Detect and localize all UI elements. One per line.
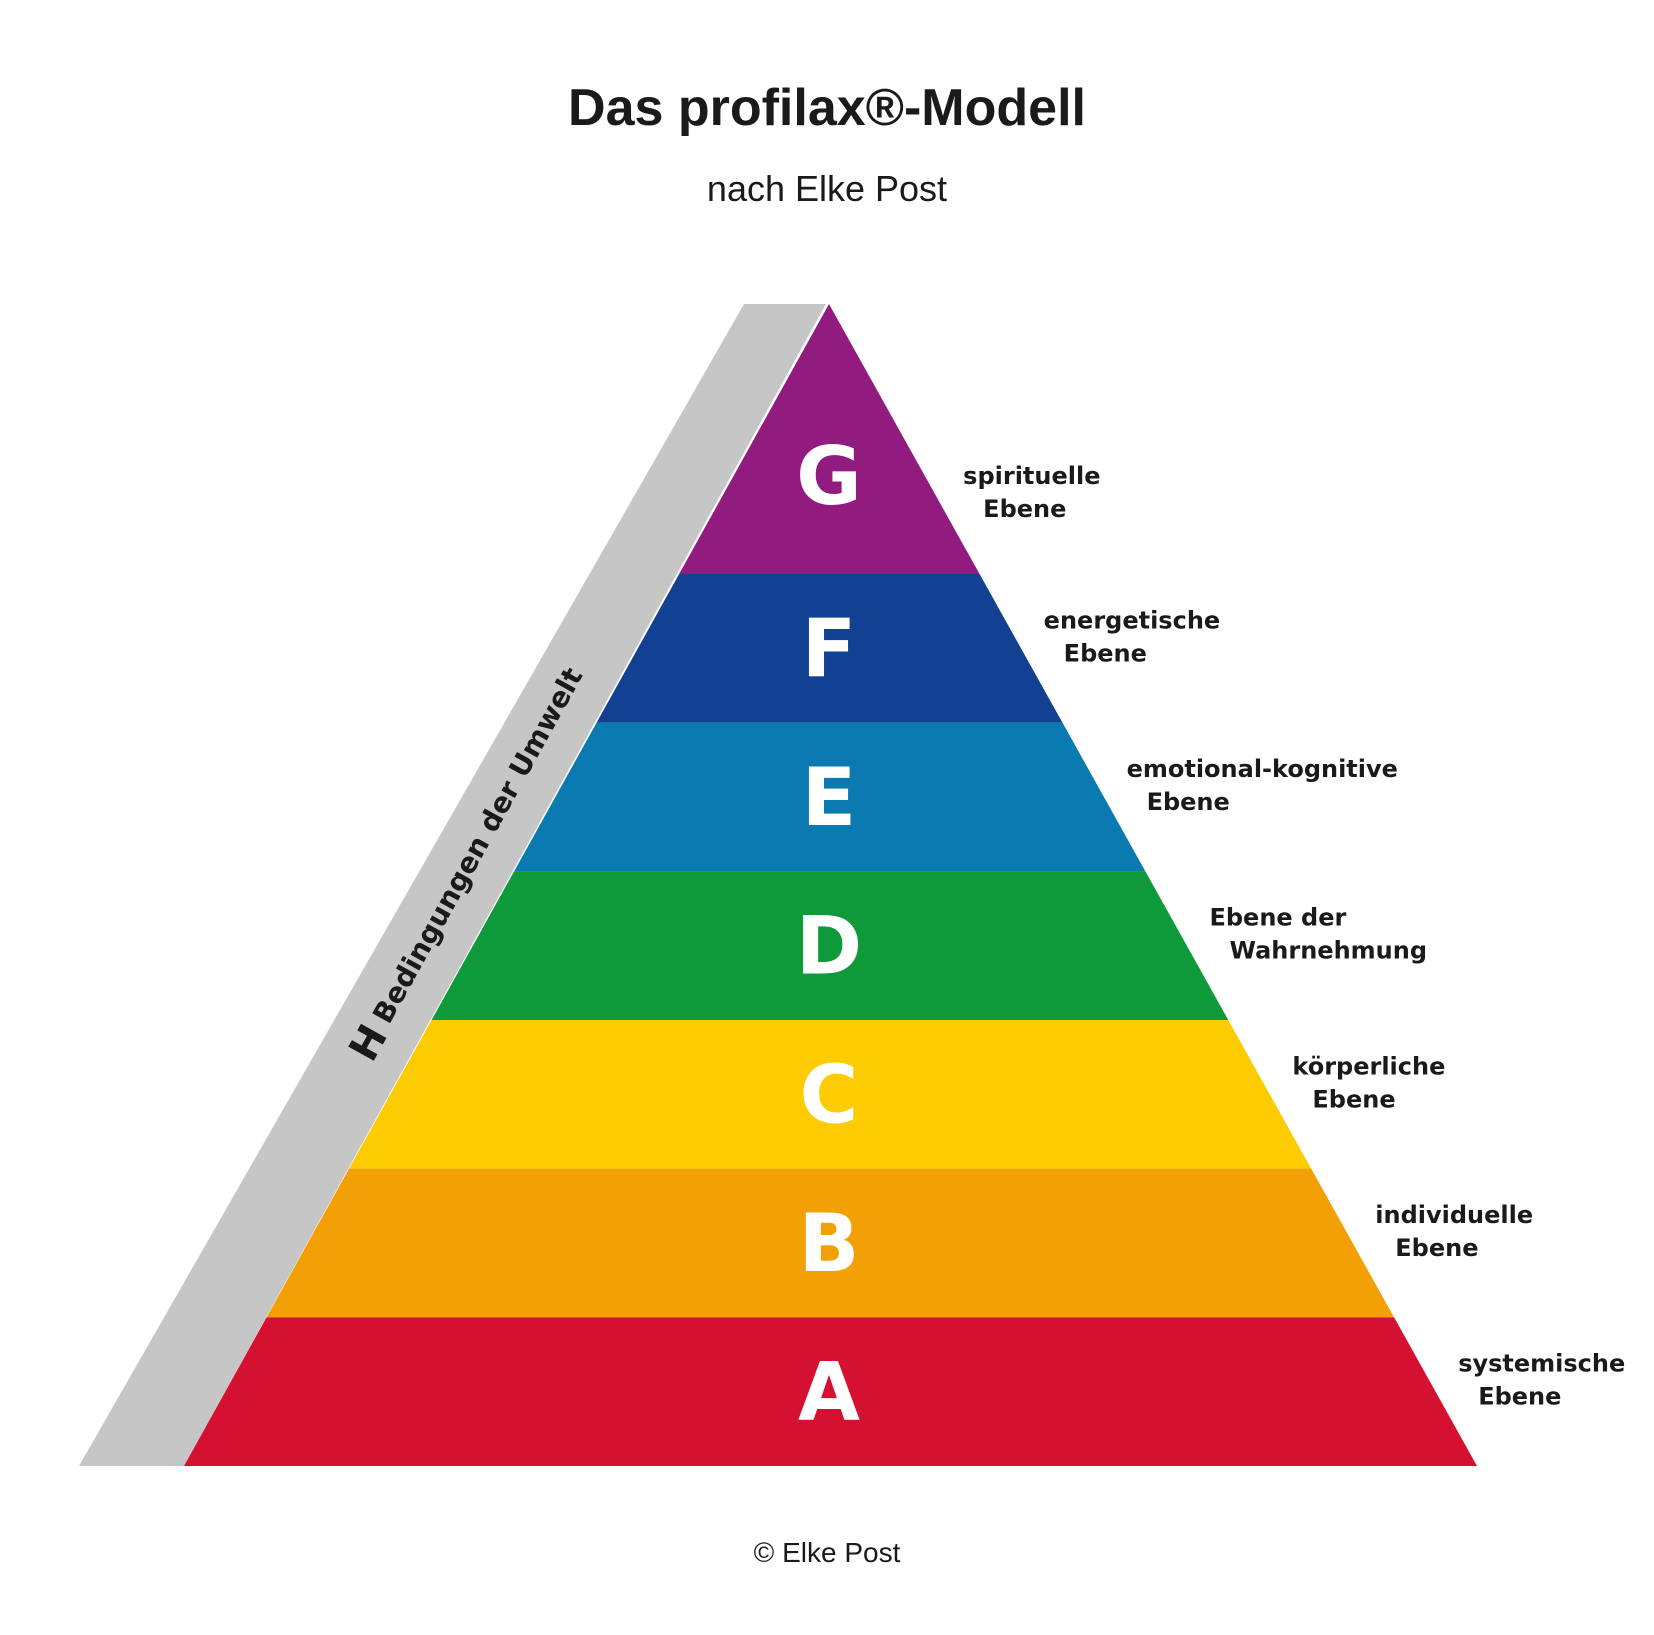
- layer-letter-d: D: [796, 900, 862, 993]
- level-label-a-line2: Ebene: [1478, 1383, 1561, 1411]
- layer-b: [266, 1168, 1395, 1318]
- layer-a: [184, 1317, 1477, 1466]
- level-label-b-line2: Ebene: [1395, 1234, 1478, 1262]
- environment-band: [79, 304, 826, 1466]
- level-label-c-line1: körperliche: [1292, 1052, 1445, 1080]
- level-label-d-line1: Ebene der: [1209, 904, 1346, 932]
- layer-g: [679, 304, 980, 574]
- level-label-e-line1: emotional-kognitive: [1127, 755, 1398, 783]
- level-label-d-line2: Wahrnehmung: [1229, 937, 1427, 965]
- layer-letter-f: F: [802, 602, 857, 695]
- page-title: Das profilax®-Modell: [568, 79, 1086, 137]
- level-label-f-line2: Ebene: [1064, 639, 1147, 667]
- level-label-g-line2: Ebene: [983, 495, 1066, 523]
- layer-letter-e: E: [802, 751, 857, 844]
- layer-letter-b: B: [799, 1197, 860, 1290]
- layer-letter-g: G: [796, 430, 862, 523]
- level-label-a-line1: systemische: [1458, 1350, 1625, 1378]
- level-label-c-line2: Ebene: [1312, 1085, 1395, 1113]
- layer-letter-a: A: [798, 1346, 860, 1439]
- layer-c: [349, 1020, 1312, 1169]
- page-subtitle: nach Elke Post: [706, 168, 948, 209]
- level-label-b-line1: individuelle: [1375, 1201, 1533, 1229]
- level-label-g-line1: spirituelle: [963, 462, 1100, 490]
- layer-e: [514, 722, 1146, 872]
- level-label-f-line1: energetische: [1044, 606, 1221, 634]
- copyright: © Elke Post: [753, 1537, 901, 1568]
- layer-letter-c: C: [800, 1048, 859, 1141]
- layer-f: [596, 574, 1063, 723]
- level-label-e-line2: Ebene: [1147, 788, 1230, 816]
- layer-d: [431, 871, 1229, 1020]
